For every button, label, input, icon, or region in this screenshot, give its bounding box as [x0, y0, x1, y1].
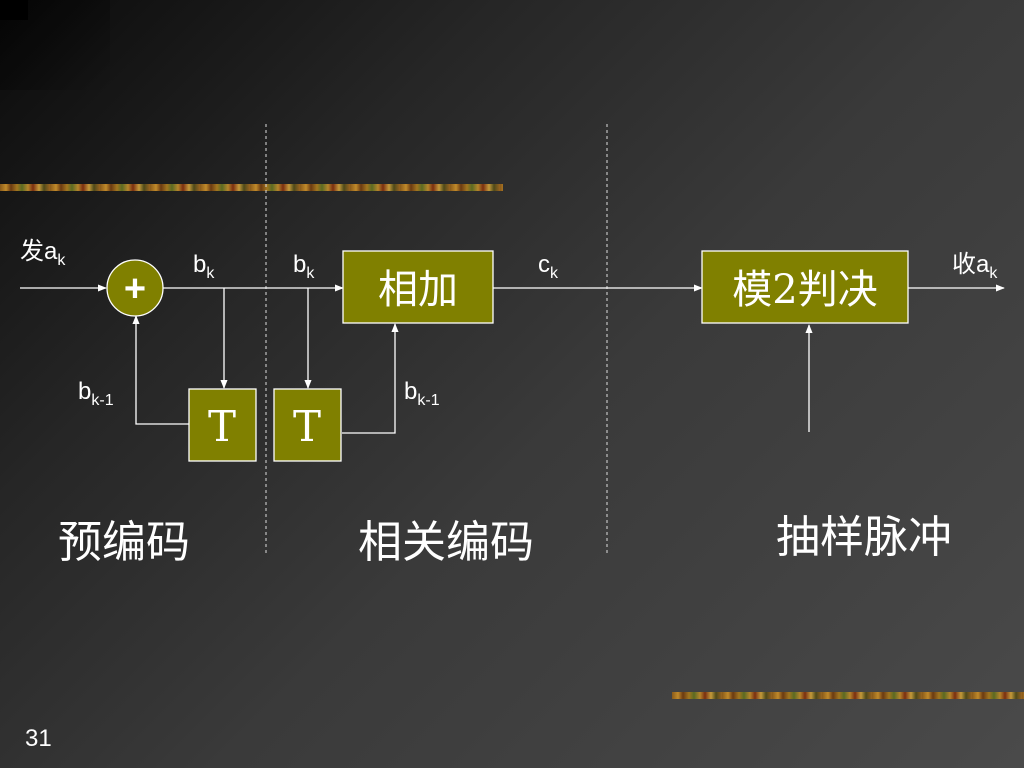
signal-bk-2-main: b — [293, 251, 306, 278]
input-label-sub: k — [57, 252, 66, 269]
signal-ck-label: ck — [538, 251, 559, 282]
corner-block — [0, 0, 28, 20]
section-label-precoding: 预编码 — [58, 517, 190, 568]
signal-bk-1-main: b — [193, 251, 206, 278]
signal-bk1-2-sub: k-1 — [417, 392, 439, 409]
signal-bk1-1-sub: k-1 — [91, 392, 113, 409]
decorative-stripe-top — [0, 184, 503, 191]
delay-block-2-label: T — [293, 402, 321, 451]
signal-bk-2-sub: k — [306, 265, 315, 282]
sum-block — [342, 250, 494, 324]
output-label-prefix: 收 — [952, 251, 976, 278]
delay-block-2 — [273, 388, 342, 462]
signal-bk-1-sub: k — [206, 265, 215, 282]
delay-block-1-label: T — [208, 402, 236, 451]
section-label-sampling: 抽样脉冲 — [776, 512, 952, 563]
feedback-path — [132, 315, 189, 425]
section-label-correlative: 相关编码 — [358, 517, 534, 568]
signal-bk1-label-1: bk-1 — [78, 378, 114, 409]
decision-block-label: 模2判决 — [732, 267, 877, 313]
adder-circle — [106, 259, 164, 317]
output-label: 收ak — [952, 251, 998, 282]
input-label-prefix: 发 — [20, 238, 44, 265]
input-label-main: a — [44, 238, 58, 265]
page-number: 31 — [25, 725, 52, 752]
delay-block-1 — [188, 388, 257, 462]
signal-bk1-2-main: b — [404, 378, 417, 405]
signal-bk1-1-main: b — [78, 378, 91, 405]
decorative-stripe-bottom — [672, 692, 1024, 699]
decision-block — [701, 250, 909, 324]
output-label-main: a — [976, 251, 990, 278]
delay-to-sum-path — [342, 323, 399, 434]
signal-bk1-label-2: bk-1 — [404, 378, 440, 409]
output-label-sub: k — [989, 265, 998, 282]
signal-bk-label-1: bk — [193, 251, 215, 282]
signal-bk-label-2: bk — [293, 251, 315, 282]
sum-block-label: 相加 — [378, 267, 458, 313]
input-label: 发ak — [20, 238, 66, 269]
signal-ck-main: c — [538, 251, 550, 278]
signal-ck-sub: k — [550, 265, 559, 282]
adder-symbol: + — [124, 268, 146, 310]
